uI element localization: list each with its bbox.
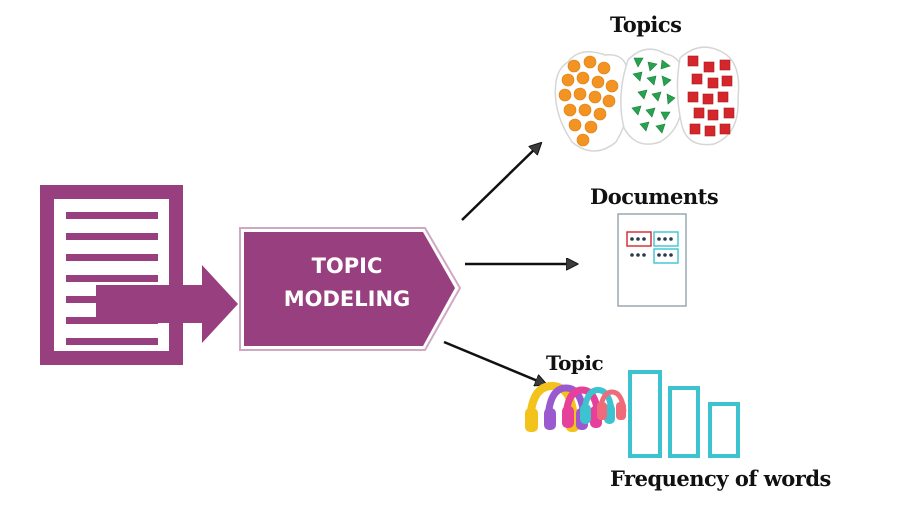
topic-modeling-line2: MODELING	[283, 287, 411, 311]
input-document-icon	[40, 185, 183, 365]
topic-modeling-label: TOPIC MODELING	[262, 250, 432, 316]
input-arrow-icon	[96, 265, 238, 343]
arrow-to-topics	[461, 144, 540, 221]
arrow-to-topic-words	[443, 340, 545, 384]
topic-clusters-icon	[554, 46, 740, 152]
bar-chart-icon	[628, 370, 740, 458]
topics-label: Topics	[610, 12, 682, 37]
topic-modeling-line1: TOPIC	[311, 254, 383, 278]
topic-modeling-box	[239, 227, 462, 351]
frequency-of-words-label: Frequency of words	[610, 466, 831, 491]
documents-label: Documents	[590, 184, 719, 209]
document-grid-icon	[617, 213, 687, 307]
headphones-icon	[525, 381, 627, 432]
topic-label: Topic	[546, 351, 604, 375]
